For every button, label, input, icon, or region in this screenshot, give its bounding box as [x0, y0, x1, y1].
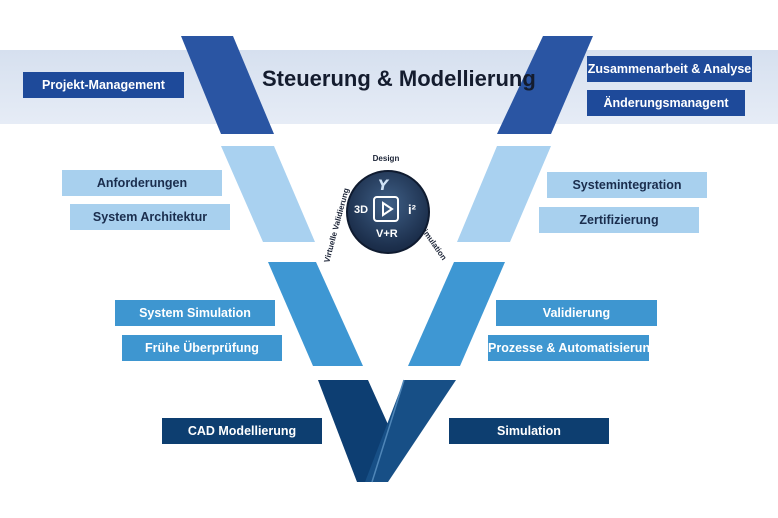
v-second-left-segment	[221, 146, 315, 242]
label-projekt-management: Projekt-Management	[23, 72, 184, 98]
logo-3d-text: 3D	[354, 204, 369, 216]
label-system-simulation: System Simulation	[115, 300, 275, 326]
label-zertifizierung: Zertifizierung	[539, 207, 699, 233]
play-icon	[373, 196, 399, 222]
label-cad-modellierung: CAD Modellierung	[162, 418, 322, 444]
page-title: Steuerung & Modellierung	[262, 66, 536, 91]
v-second-right-segment	[457, 146, 551, 242]
logo-ds-icon: Υ	[378, 178, 389, 194]
label-simulation: Simulation	[449, 418, 609, 444]
label-systemintegration: Systemintegration	[547, 172, 707, 198]
ring-design-text: Design	[373, 154, 400, 163]
label-system-architektur: System Architektur	[70, 204, 230, 230]
label-anforderungen: Anforderungen	[62, 170, 222, 196]
v-bottom-right-segment	[365, 380, 456, 482]
label-prozesse-automatisierung: Prozesse & Automatisierung	[488, 335, 658, 361]
label-aenderungsmanagent: Änderungsmanagent	[587, 90, 745, 116]
ring-validierung-text: Virtuelle Validierung	[322, 187, 351, 264]
logo-i-text: i²	[408, 202, 416, 217]
label-fruehe-ueberpruefung: Frühe Überprüfung	[122, 335, 282, 361]
v-top-right-segment	[497, 36, 593, 134]
v-third-left-segment	[268, 262, 363, 366]
v-third-right-segment	[408, 262, 505, 366]
label-zusammenarbeit-analyse: Zusammenarbeit & Analyse	[587, 56, 752, 82]
label-validierung: Validierung	[496, 300, 657, 326]
central-logo: Υ 3D i² V+R	[346, 170, 430, 254]
v-bottom-seam	[371, 379, 405, 483]
logo-vr-text: V+R	[376, 228, 398, 240]
v-top-left-segment	[181, 36, 274, 134]
